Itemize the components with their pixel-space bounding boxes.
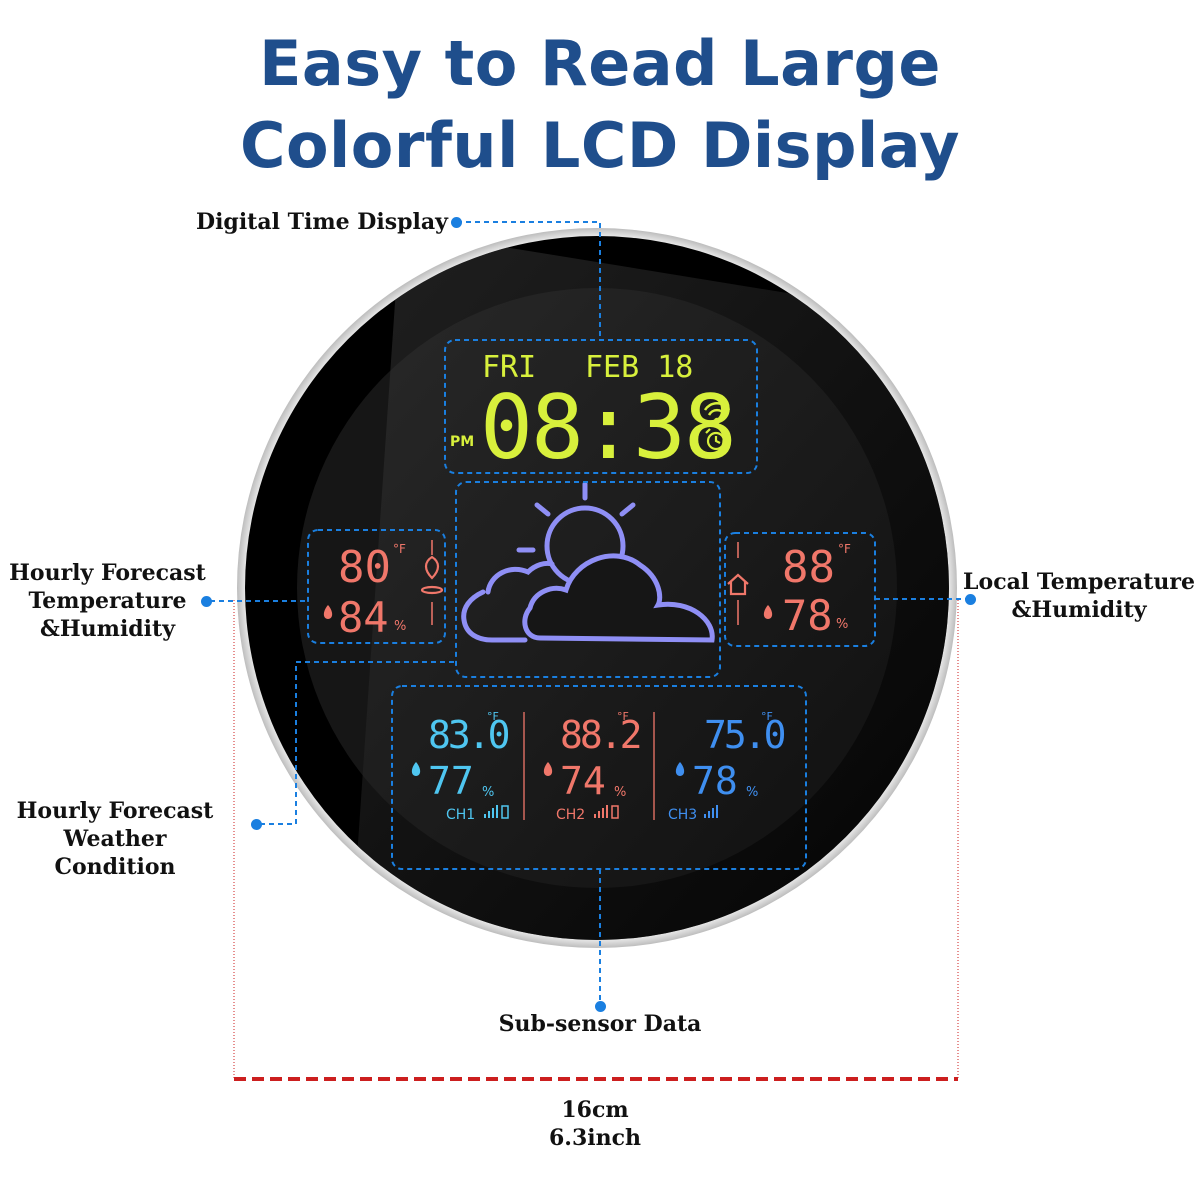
lcd-date: FEB 18	[585, 350, 693, 385]
water-drop-icon	[675, 762, 685, 776]
ch2-temperature: 88.2	[560, 713, 640, 757]
ch1-temperature: 83.0	[428, 713, 509, 757]
ch2-humidity: 74	[560, 759, 606, 803]
battery-icon	[501, 805, 509, 819]
local-temp-unit: °F	[838, 542, 851, 556]
alarm-clock-icon	[705, 428, 727, 451]
ch1-temp-unit: °F	[487, 710, 499, 723]
water-drop-icon	[323, 605, 333, 619]
forecast-temperature: 80	[338, 542, 391, 593]
callout-dot-sub-sensor	[595, 1001, 606, 1012]
callout-dot-local	[965, 594, 976, 605]
water-drop-icon	[411, 762, 421, 776]
callout-dot-time	[451, 217, 462, 228]
lcd-ampm: PM	[450, 434, 474, 450]
ch2-label: CH2	[556, 807, 585, 823]
signal-bars-icon	[594, 805, 608, 818]
callout-dot-forecast-temp	[201, 596, 212, 607]
forecast-temp-unit: °F	[393, 542, 406, 556]
ch3-label: CH3	[668, 807, 697, 823]
forecast-humidity: 84	[338, 593, 389, 642]
callout-local-line1: Local Temperature	[963, 569, 1195, 595]
headline-line-1: Easy to Read Large	[259, 27, 941, 100]
local-humidity: 78	[782, 591, 833, 640]
local-temperature: 88	[782, 542, 835, 593]
ch3-temp-unit: °F	[761, 710, 773, 723]
home-icon	[727, 573, 749, 596]
callout-forecast-temp-line1: Hourly Forecast	[9, 560, 206, 586]
callout-forecast-temp: Hourly Forecast Temperature &Humidity	[0, 559, 215, 643]
ch2-temp-unit: °F	[617, 710, 629, 723]
lcd-day: FRI	[482, 350, 536, 385]
ch1-humidity-unit: %	[482, 785, 494, 800]
callout-time: Digital Time Display	[196, 209, 448, 235]
callout-dot-condition	[251, 819, 262, 830]
dimension-metric: 16cm	[561, 1097, 629, 1123]
callout-condition: Hourly Forecast Weather Condition	[0, 797, 230, 881]
ch3-humidity: 78	[692, 759, 738, 803]
signal-bars-icon	[484, 805, 498, 818]
battery-icon	[611, 805, 619, 819]
dimension-label: 16cm 6.3inch	[495, 1096, 695, 1152]
lcd-time: 08:38	[480, 376, 735, 479]
wifi-icon	[703, 401, 731, 425]
signal-bars-icon	[704, 805, 718, 818]
dimension-guides	[233, 600, 959, 1081]
ch1-label: CH1	[446, 807, 475, 823]
ch2-humidity-unit: %	[614, 785, 626, 800]
callout-forecast-temp-line2: Temperature	[28, 588, 187, 614]
water-drop-icon	[543, 762, 553, 776]
ch1-humidity: 77	[428, 759, 474, 803]
water-drop-icon	[763, 605, 773, 619]
forecast-humidity-unit: %	[394, 619, 406, 634]
callout-local: Local Temperature &Humidity	[958, 568, 1200, 624]
location-pin-icon	[420, 555, 444, 595]
callout-sub-sensor: Sub-sensor Data	[498, 1011, 702, 1037]
ch3-temperature: 75.0	[704, 713, 785, 757]
callout-condition-line2: Weather Condition	[54, 826, 176, 880]
local-humidity-unit: %	[836, 617, 848, 632]
callout-condition-line1: Hourly Forecast	[16, 798, 214, 824]
sun-cloud-icon	[461, 481, 715, 643]
ch3-humidity-unit: %	[746, 785, 758, 800]
callout-local-line2: &Humidity	[1011, 597, 1147, 623]
dimension-imperial: 6.3inch	[548, 1125, 642, 1151]
callout-forecast-temp-line3: &Humidity	[40, 616, 175, 642]
callout-guides	[210, 221, 970, 1005]
headline-line-2: Colorful LCD Display	[239, 109, 961, 182]
